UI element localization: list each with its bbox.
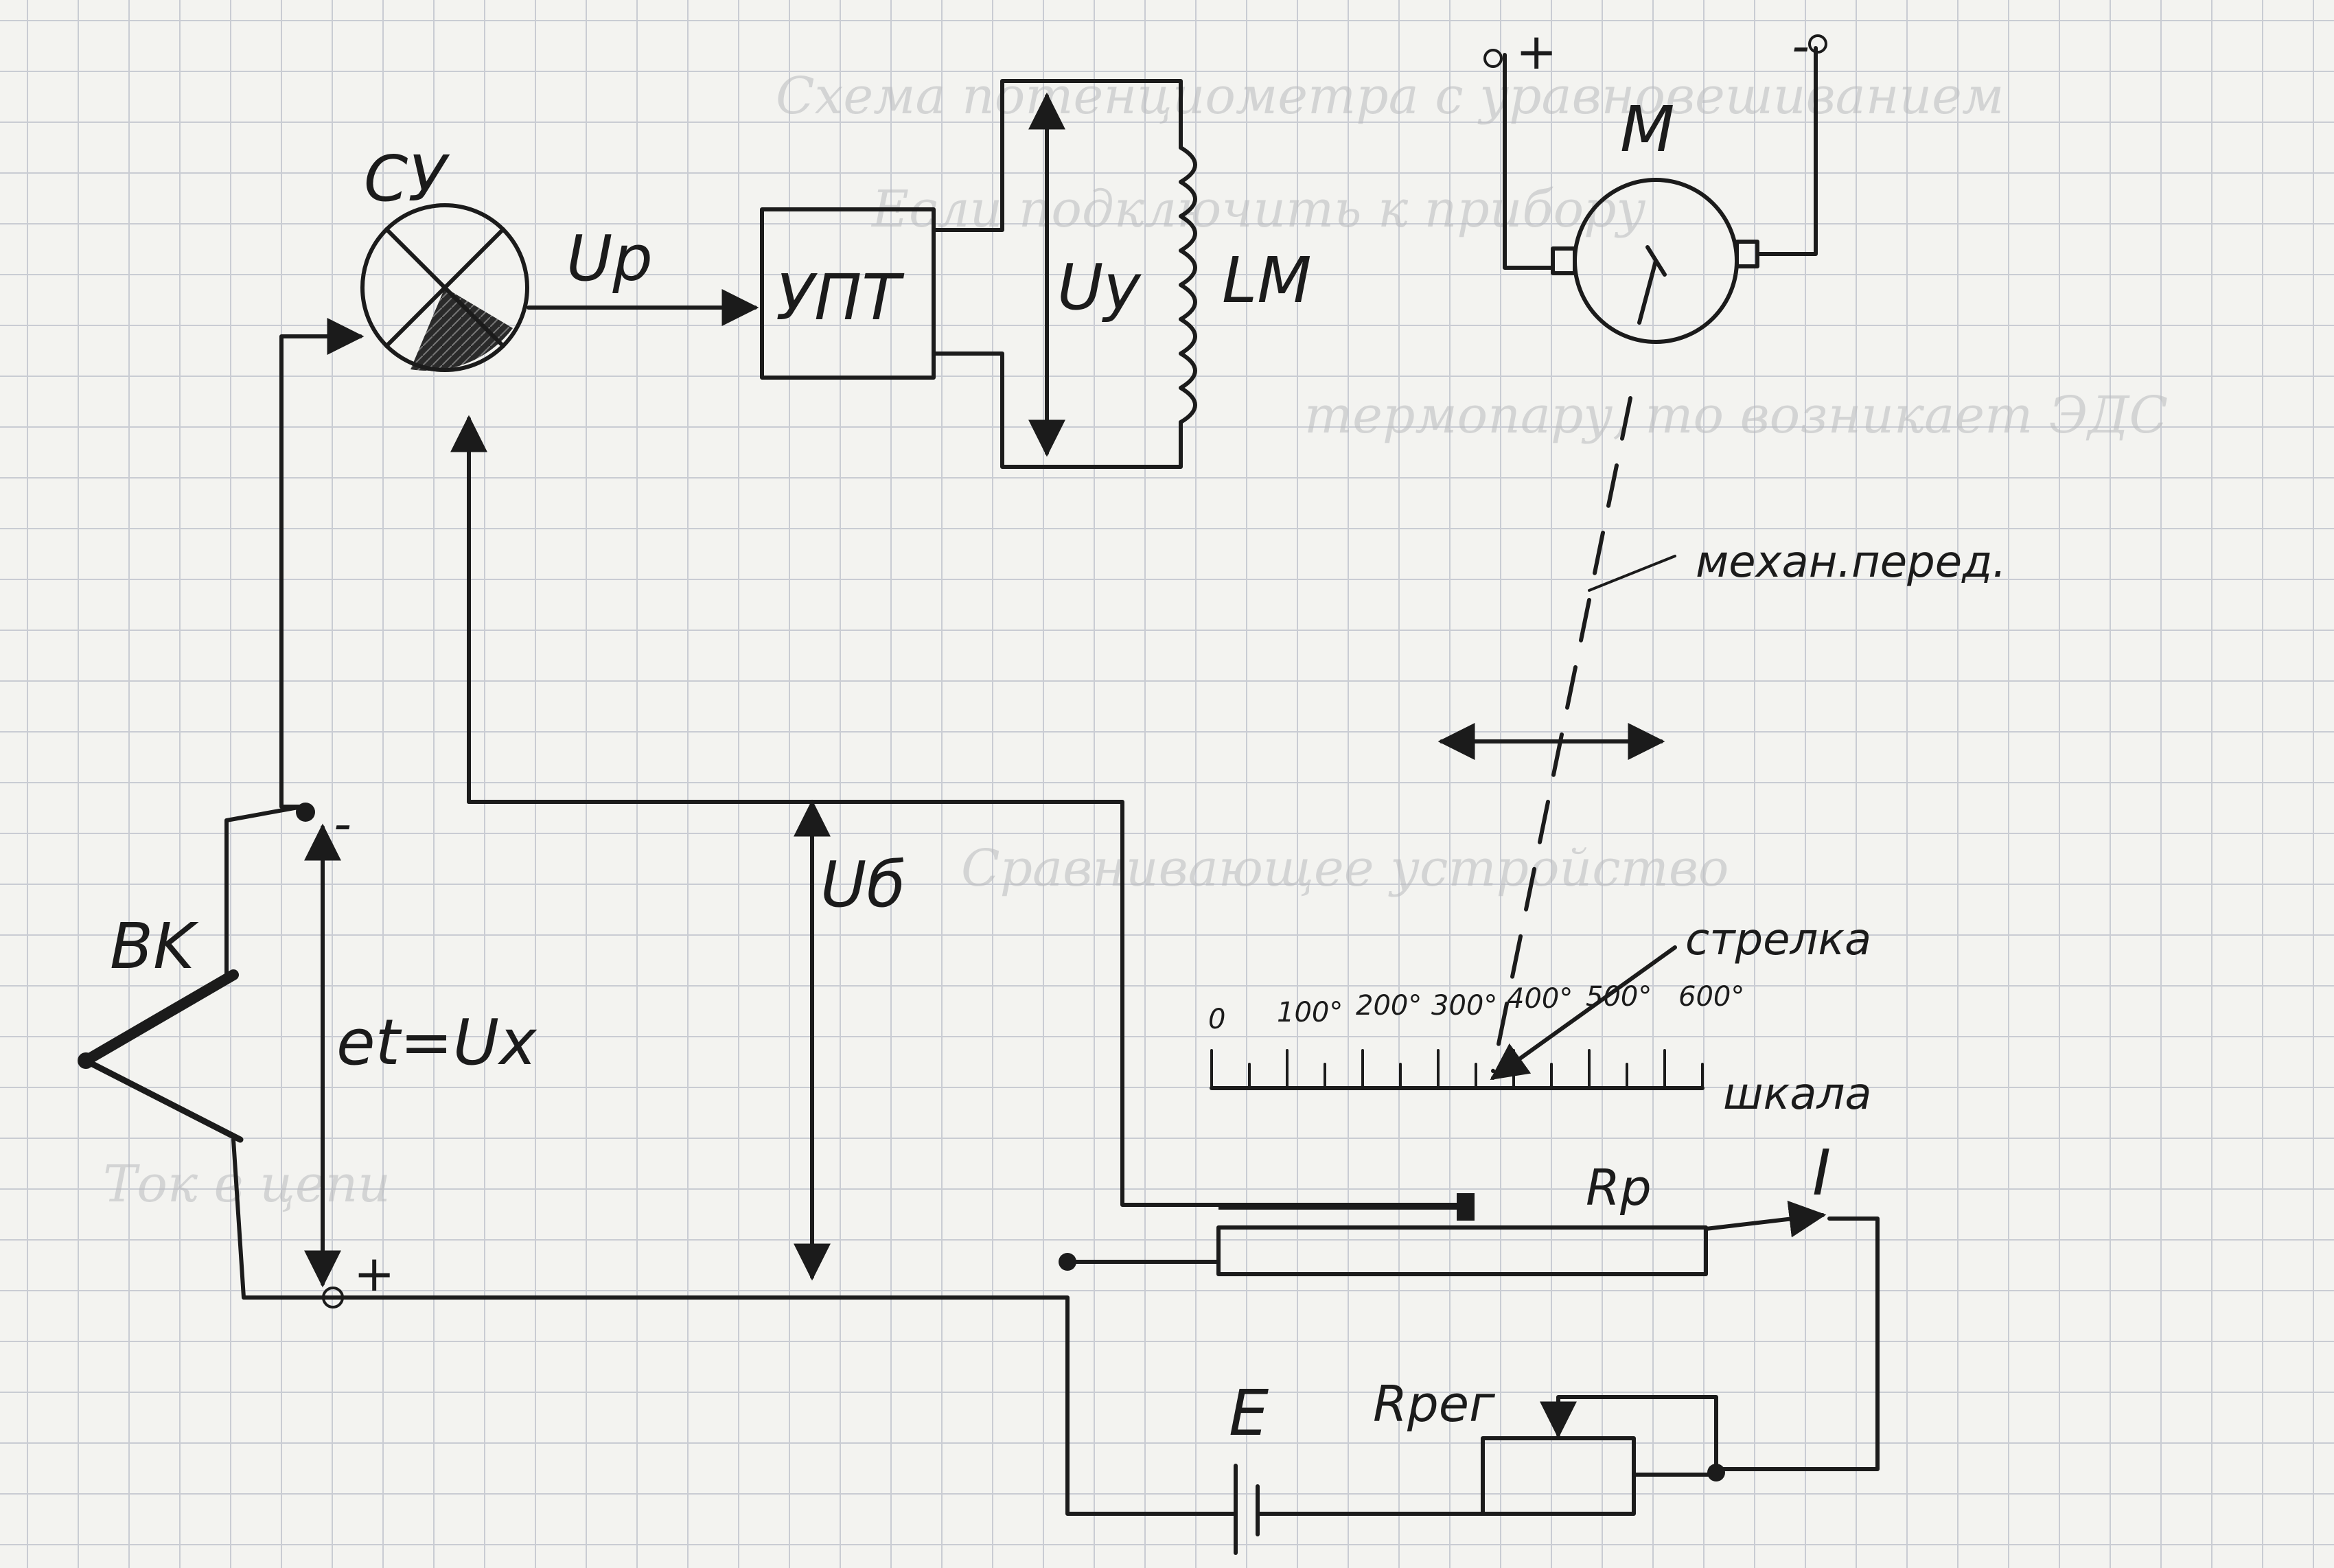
background-note: Схема потенциометра с уравновешиванием bbox=[776, 67, 2004, 126]
motor-minus-label: - bbox=[1792, 17, 1810, 75]
junction-node bbox=[1059, 1253, 1076, 1271]
comparator-label: СУ bbox=[364, 142, 450, 216]
thermocouple-junction bbox=[78, 1052, 94, 1069]
comparator-cross-line bbox=[384, 227, 505, 348]
scale-tick-label: 100° bbox=[1277, 997, 1343, 1028]
current-arrow bbox=[1704, 1200, 1827, 1238]
thermocouple-to-comparator-wire bbox=[279, 318, 365, 809]
amplifier-box bbox=[760, 207, 936, 380]
motor-winding-coil bbox=[1179, 146, 1197, 424]
scale-tick-marks bbox=[1210, 1049, 1704, 1089]
current-label: I bbox=[1812, 1136, 1831, 1210]
scale-tick-label: 0 bbox=[1208, 1004, 1225, 1035]
right-loop-wire bbox=[1714, 1217, 1880, 1471]
scale-tick-label: 400° bbox=[1507, 983, 1573, 1015]
background-note: термопару, то возникает ЭДС bbox=[1304, 386, 2168, 445]
balance-voltage-label: Uб bbox=[820, 848, 905, 921]
amplifier-output-wire-bottom bbox=[932, 351, 1183, 469]
thermocouple-wire-top bbox=[224, 805, 304, 977]
motor-brush-left bbox=[1551, 246, 1577, 275]
mechanical-label-leader bbox=[1588, 555, 1676, 592]
motor-shaft-line bbox=[1637, 259, 1658, 325]
background-notes: Схема потенциометра с уравновешиванием Е… bbox=[103, 67, 2168, 1214]
source-label: E bbox=[1229, 1376, 1269, 1450]
thermocouple-wire-bottom bbox=[231, 1138, 332, 1300]
up-label: Up bbox=[566, 222, 653, 295]
scale-label: шкала bbox=[1723, 1069, 1872, 1120]
emf-label: et=Ux bbox=[336, 1006, 538, 1079]
motor-supply-wire-minus bbox=[1755, 46, 1818, 256]
junction-node bbox=[1707, 1464, 1725, 1481]
motor-minus-terminal bbox=[1808, 34, 1827, 54]
rheostat-label: Rp bbox=[1586, 1159, 1652, 1217]
motor-plus-terminal bbox=[1483, 49, 1503, 68]
scale-tick-label: 600° bbox=[1678, 981, 1744, 1013]
adjust-resistor bbox=[1481, 1436, 1636, 1516]
adjust-resistor-label: Rрег bbox=[1373, 1375, 1496, 1433]
amplifier-label: УПТ bbox=[776, 261, 905, 334]
amplifier-output-wire-top bbox=[932, 79, 1183, 232]
bottom-bus-wire bbox=[327, 1295, 1238, 1516]
mechanical-link-dashed-line bbox=[1491, 396, 1632, 1073]
comparator-hatched-sector bbox=[411, 288, 513, 371]
motor-shaft-line bbox=[1645, 245, 1667, 277]
mech-transmission-label: механ.перед. bbox=[1696, 537, 2007, 588]
rheostat-slider-bar bbox=[1218, 1203, 1472, 1210]
motor-supply-wire-plus bbox=[1503, 53, 1555, 270]
adjust-resistor-wiper bbox=[1540, 1395, 1718, 1477]
scale-tick-label: 200° bbox=[1356, 990, 1422, 1022]
background-note: Ток в цепи bbox=[103, 1155, 391, 1214]
plus-terminal-label: + bbox=[354, 1245, 395, 1302]
comparator-circle bbox=[360, 203, 529, 372]
comparator-su bbox=[360, 203, 529, 372]
background-note: Сравнивающее устройство bbox=[961, 839, 1729, 898]
scale-tick-label: 300° bbox=[1431, 990, 1497, 1022]
motor-plus-label: + bbox=[1516, 23, 1557, 80]
pointer-label: стрелка bbox=[1685, 914, 1871, 965]
minus-terminal bbox=[296, 803, 315, 822]
thermocouple-label: BK bbox=[110, 910, 199, 983]
rheostat-rp bbox=[1216, 1225, 1708, 1276]
scale-tick-labels: 0 100° 200° 300° 400° 500° 600° bbox=[1208, 981, 1744, 1035]
thermocouple-leg bbox=[80, 969, 239, 1066]
lm-label: LM bbox=[1222, 244, 1312, 317]
pointer-arrow bbox=[1490, 945, 1677, 1081]
minus-terminal-label: - bbox=[334, 795, 351, 853]
motor-label: M bbox=[1620, 93, 1674, 166]
uy-label: Uy bbox=[1057, 251, 1142, 324]
rheostat-slider-contact bbox=[1457, 1193, 1475, 1221]
thermocouple-leg bbox=[82, 1057, 244, 1143]
